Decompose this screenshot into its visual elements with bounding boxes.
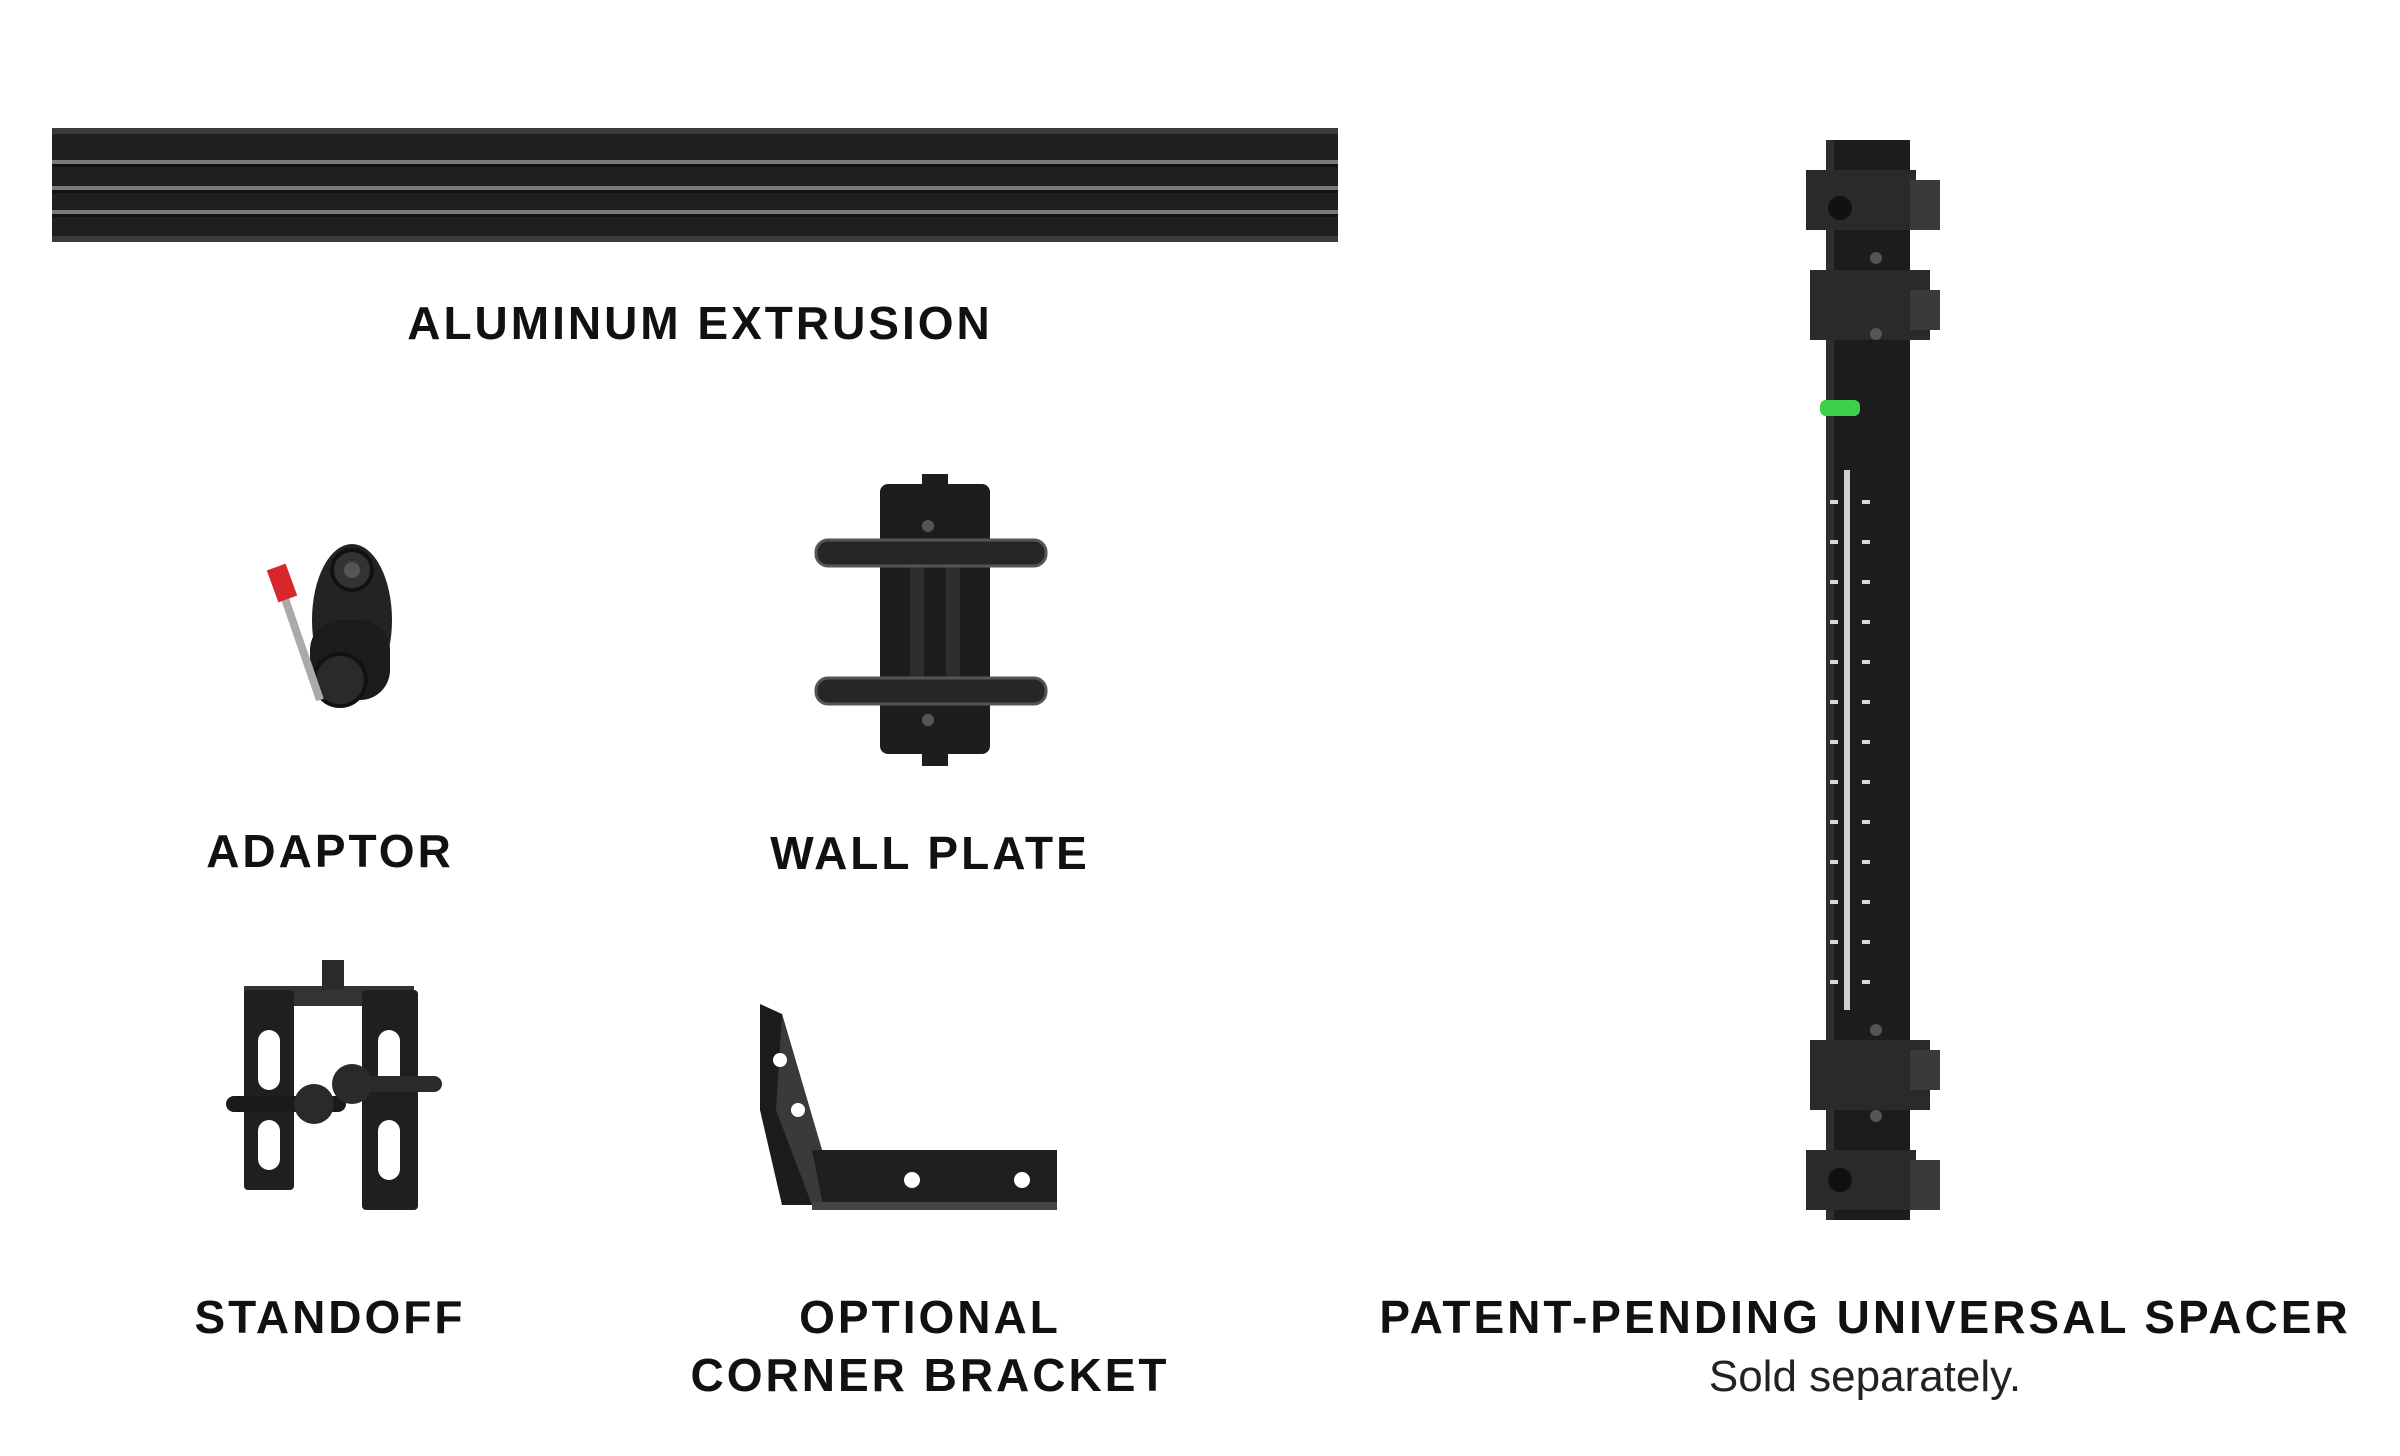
aluminum-extrusion-label: ALUMINUM EXTRUSION — [407, 297, 993, 349]
wall-plate-image — [814, 474, 1048, 766]
corner-bracket-label-line1: OPTIONAL — [799, 1291, 1061, 1343]
standoff-label: STANDOFF — [194, 1291, 466, 1343]
corner-bracket-image — [760, 1004, 1057, 1210]
adaptor-image — [266, 544, 392, 708]
adaptor-label: ADAPTOR — [206, 825, 454, 877]
wall-plate-label: WALL PLATE — [770, 827, 1090, 879]
universal-spacer-label: PATENT-PENDING UNIVERSAL SPACER — [1379, 1291, 2351, 1343]
standoff-image — [226, 960, 442, 1210]
universal-spacer-image — [1806, 140, 1940, 1220]
aluminum-extrusion-image — [52, 128, 1338, 242]
sold-separately-note: Sold separately. — [1708, 1352, 2022, 1401]
corner-bracket-label-line2: CORNER BRACKET — [690, 1349, 1170, 1401]
